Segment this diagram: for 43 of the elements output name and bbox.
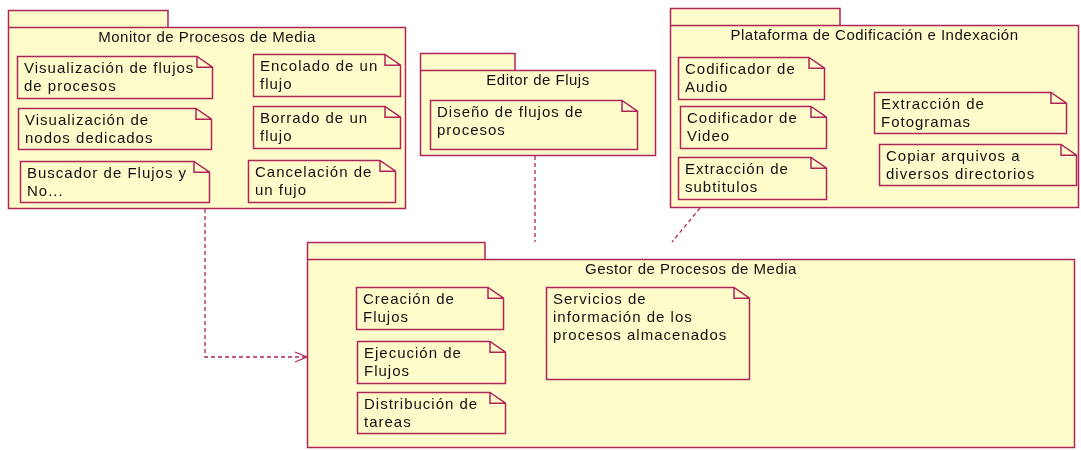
note-box — [874, 92, 1067, 134]
note-text: Distribución de tareas — [364, 395, 480, 431]
note-box — [879, 144, 1077, 186]
note-box — [678, 57, 825, 100]
note-box — [17, 56, 213, 99]
package-box — [670, 8, 1079, 208]
note-box — [248, 160, 396, 203]
note-box — [253, 54, 401, 97]
note-text: Cancelación de un fujo — [255, 163, 374, 199]
note-text: Codificador de Audio — [685, 60, 797, 96]
package-box — [420, 53, 656, 156]
package-box — [307, 242, 1075, 448]
package-box — [8, 10, 406, 209]
note-text: Borrado de un flujo — [260, 109, 370, 145]
note-text: Codificador de Video — [687, 109, 799, 145]
note-text: Visualización de flujos de procesos — [24, 59, 195, 95]
dependency-line — [534, 155, 536, 243]
note-box — [253, 106, 401, 149]
dependency-line — [671, 207, 701, 243]
note-text: Ejecución de Flujos — [364, 344, 463, 380]
note-box — [680, 106, 827, 149]
note-text: Buscador de Flujos y No... — [27, 164, 189, 200]
package-title: Plataforma de Codificación e Indexación — [729, 26, 1020, 43]
note-box — [356, 287, 504, 330]
note-text: Extracción de Fotogramas — [881, 95, 986, 131]
note-text: Encolado de un flujo — [260, 57, 380, 93]
note-text: Visualización de nodos dedicados — [25, 111, 155, 147]
note-box — [357, 392, 506, 434]
note-text: Creación de Flujos — [363, 290, 456, 326]
note-text: Diseño de flujos de procesos — [437, 103, 585, 139]
package-title: Monitor de Procesos de Media — [97, 28, 317, 45]
note-text: Extracción de subtitulos — [685, 160, 790, 196]
note-box — [430, 100, 638, 150]
note-box — [678, 157, 827, 200]
note-text: Copiar arquivos a diversos directorios — [886, 147, 1037, 183]
note-box — [18, 108, 212, 150]
note-box — [20, 161, 210, 203]
note-box — [357, 341, 506, 384]
note-text: Servicios de información de los procesos almacenados — [553, 290, 729, 344]
note-box — [546, 287, 750, 380]
package-title: Gestor de Procesos de Media — [584, 260, 798, 277]
package-title: Editor de Flujs — [485, 71, 591, 88]
dependency-arrow — [204, 208, 308, 363]
